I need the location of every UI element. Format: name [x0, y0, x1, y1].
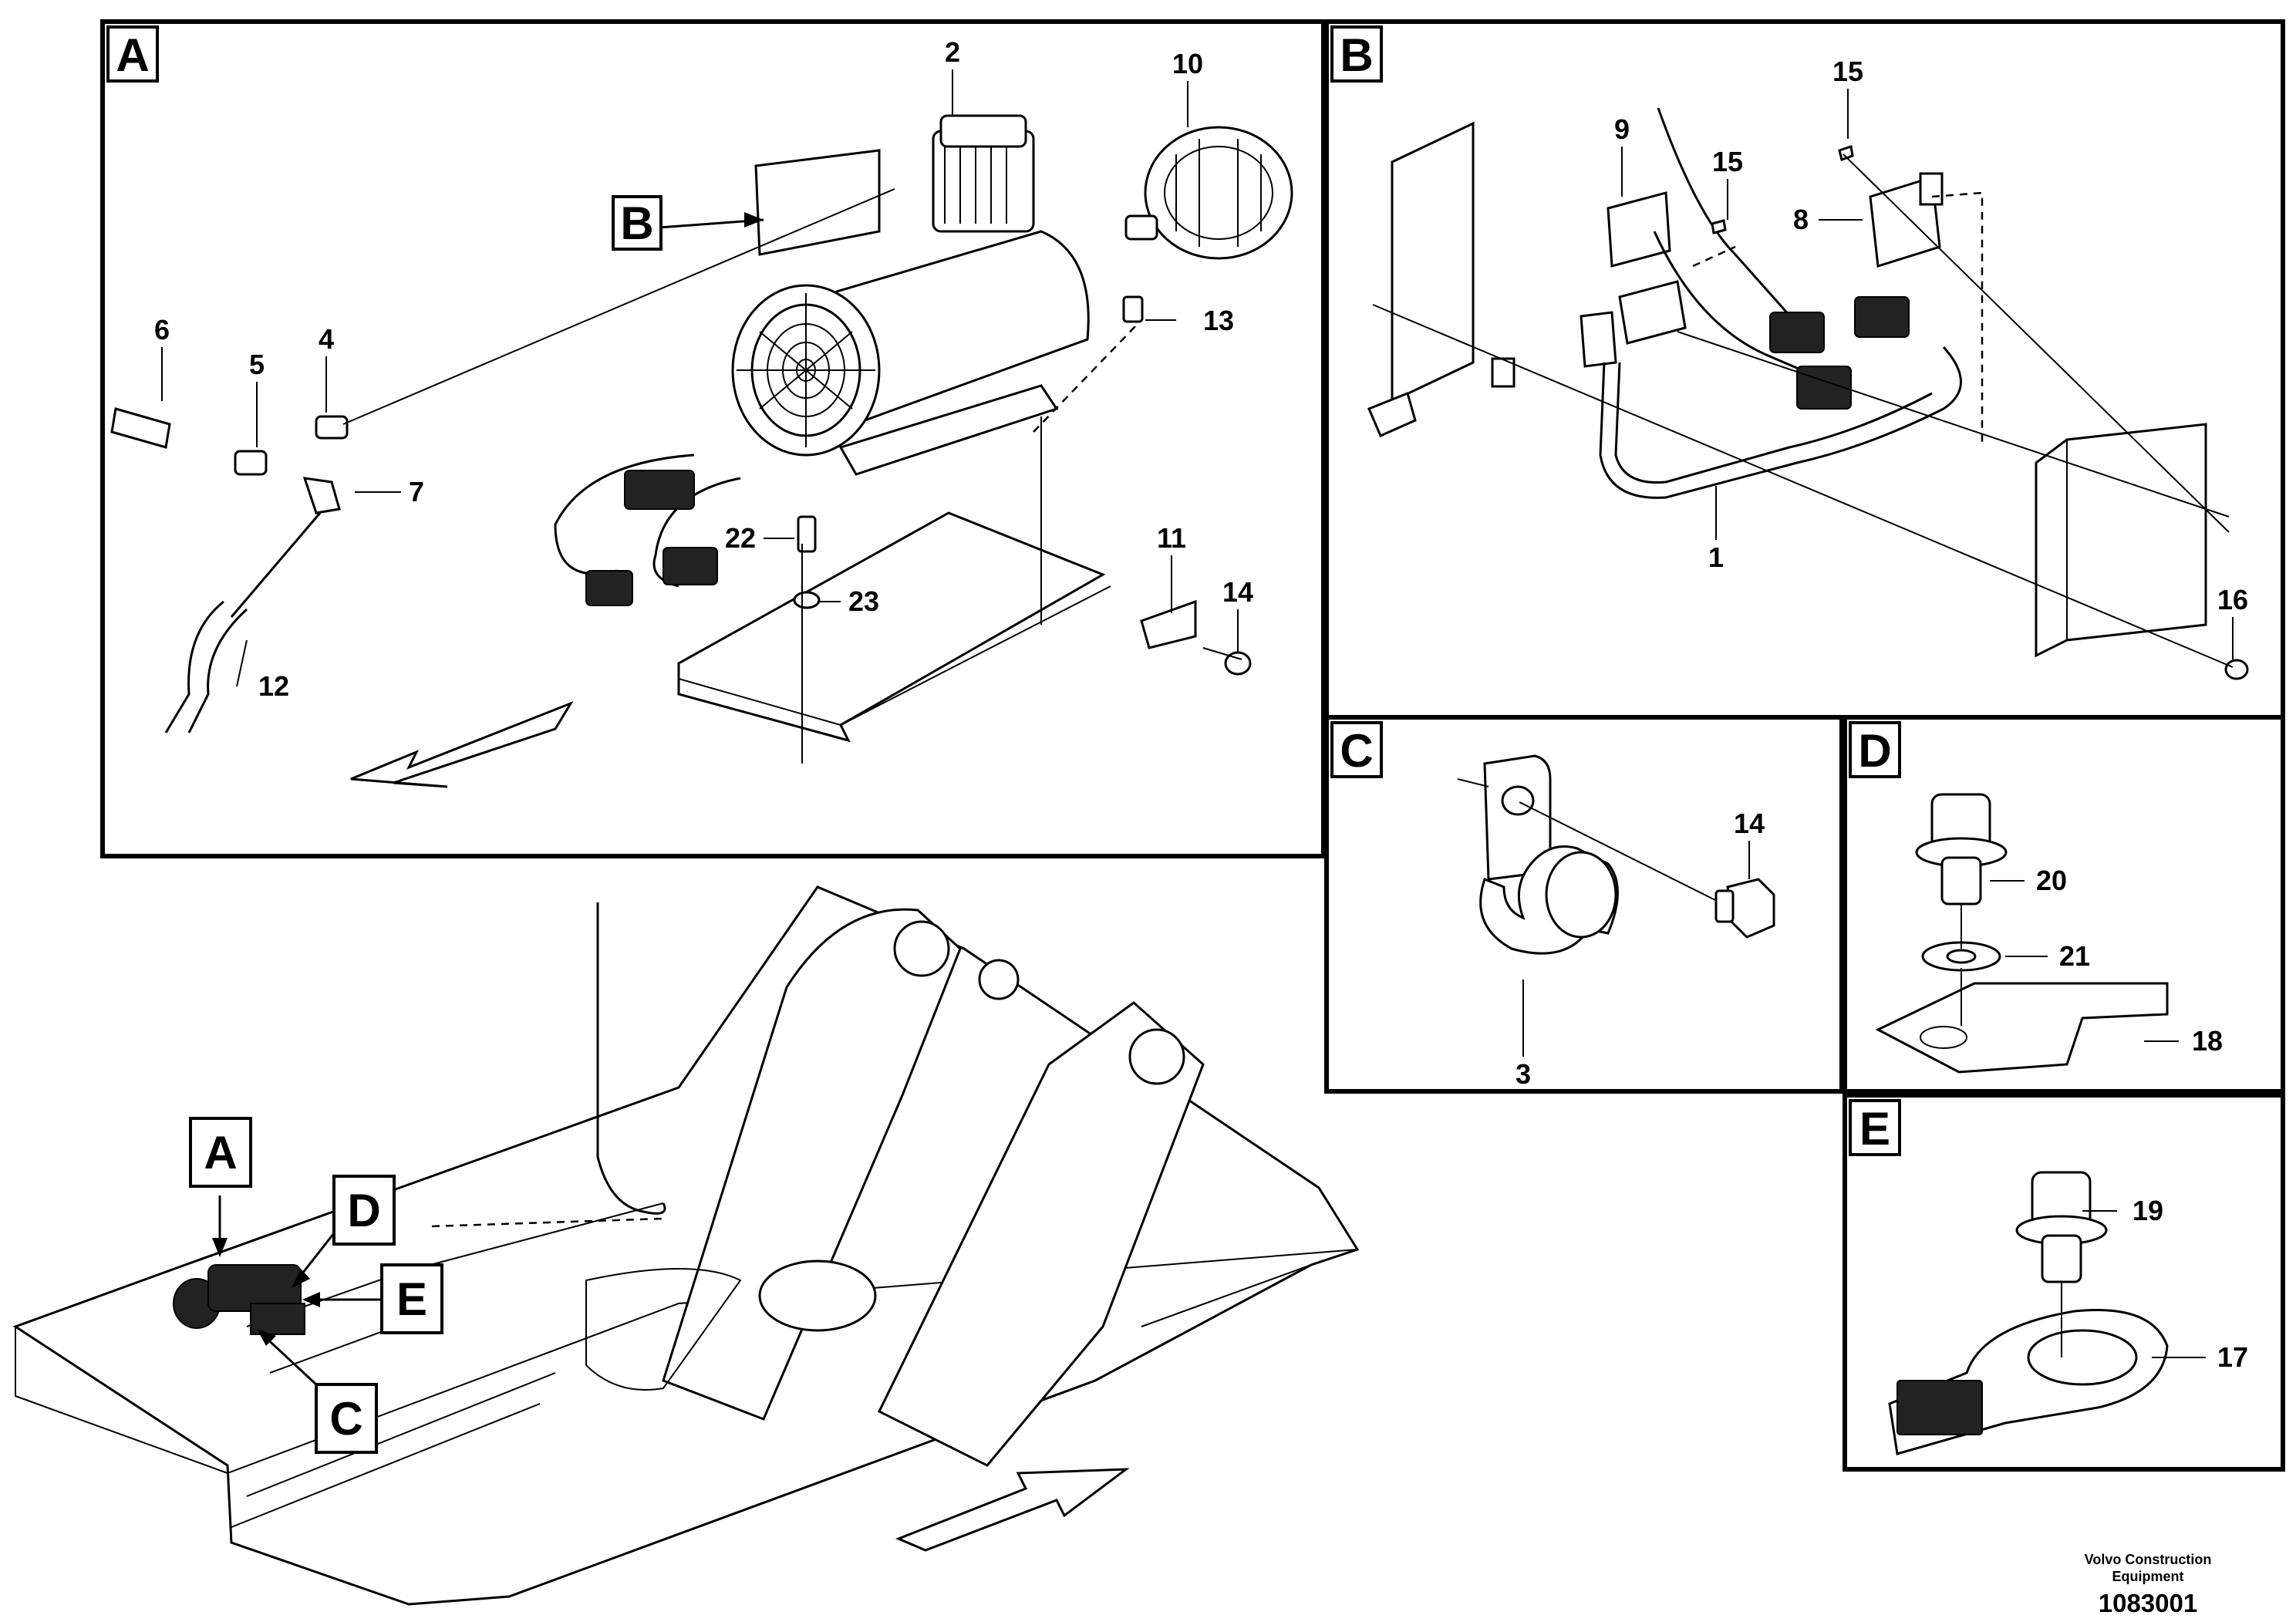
callout-d-2: 18	[2192, 1025, 2223, 1057]
panel-d: D 20 21 18	[1843, 715, 2285, 1094]
callout-a-4: 5	[249, 349, 265, 380]
bolt-washer-drawing	[1875, 793, 2169, 1074]
callout-a-7: 13	[1203, 305, 1234, 336]
callout-a-0: 2	[945, 36, 960, 68]
callout-b-5: 16	[2217, 584, 2248, 615]
callout-e-0: 19	[2132, 1195, 2163, 1226]
callout-b-3: 8	[1793, 204, 1809, 235]
overview-tag-d: D	[347, 1185, 380, 1236]
callout-d-0: 20	[2036, 865, 2067, 896]
panel-e: E 19 17	[1843, 1093, 2285, 1472]
drawing-number: 1083001	[2098, 1589, 2198, 1617]
compressor-drawing	[110, 114, 1293, 788]
callout-a-9: 23	[848, 585, 879, 617]
callout-e-1: 17	[2217, 1341, 2248, 1373]
compressor-location	[173, 1264, 305, 1335]
callout-d-1: 21	[2059, 940, 2090, 972]
panel-a: A	[100, 19, 1326, 858]
callout-a-5: 7	[409, 476, 424, 508]
callout-b-0: 15	[1832, 56, 1863, 87]
machine-frame-overview	[12, 885, 1360, 1606]
callout-a-3: 4	[319, 323, 334, 355]
overview-tag-e: E	[396, 1273, 427, 1325]
callout-b-4: 1	[1708, 541, 1724, 573]
panel-c: C 14 3	[1324, 715, 1844, 1094]
callout-a-10: 11	[1157, 522, 1186, 554]
panel-a-tag: A	[116, 29, 149, 81]
callout-a-6: 12	[258, 670, 289, 702]
callout-b-2: 15	[1712, 146, 1743, 177]
overview-tag-c: C	[329, 1393, 362, 1445]
panel-d-tag: D	[1858, 725, 1891, 777]
panel-b: B	[1324, 19, 2285, 720]
callout-a-2: 6	[154, 314, 170, 346]
clamp-drawing	[1457, 754, 1775, 955]
panel-a-pointer-b: B	[620, 197, 653, 249]
callout-b-1: 9	[1614, 113, 1630, 145]
callout-c-1: 3	[1515, 1058, 1531, 1090]
bolt-nutplate-drawing	[1888, 1171, 2169, 1455]
panel-c-tag: C	[1340, 725, 1373, 777]
callout-a-8: 22	[725, 522, 756, 554]
callout-c-0: 14	[1734, 808, 1765, 839]
brand-caption: Volvo Construction Equipment	[2084, 1552, 2212, 1584]
overview-tag-a: A	[204, 1127, 237, 1179]
relay-harness-drawing	[1367, 107, 2249, 680]
callout-a-11: 14	[1222, 576, 1253, 608]
panel-e-tag: E	[1859, 1103, 1890, 1155]
callout-a-1: 10	[1172, 48, 1203, 79]
panel-b-tag: B	[1340, 29, 1373, 81]
